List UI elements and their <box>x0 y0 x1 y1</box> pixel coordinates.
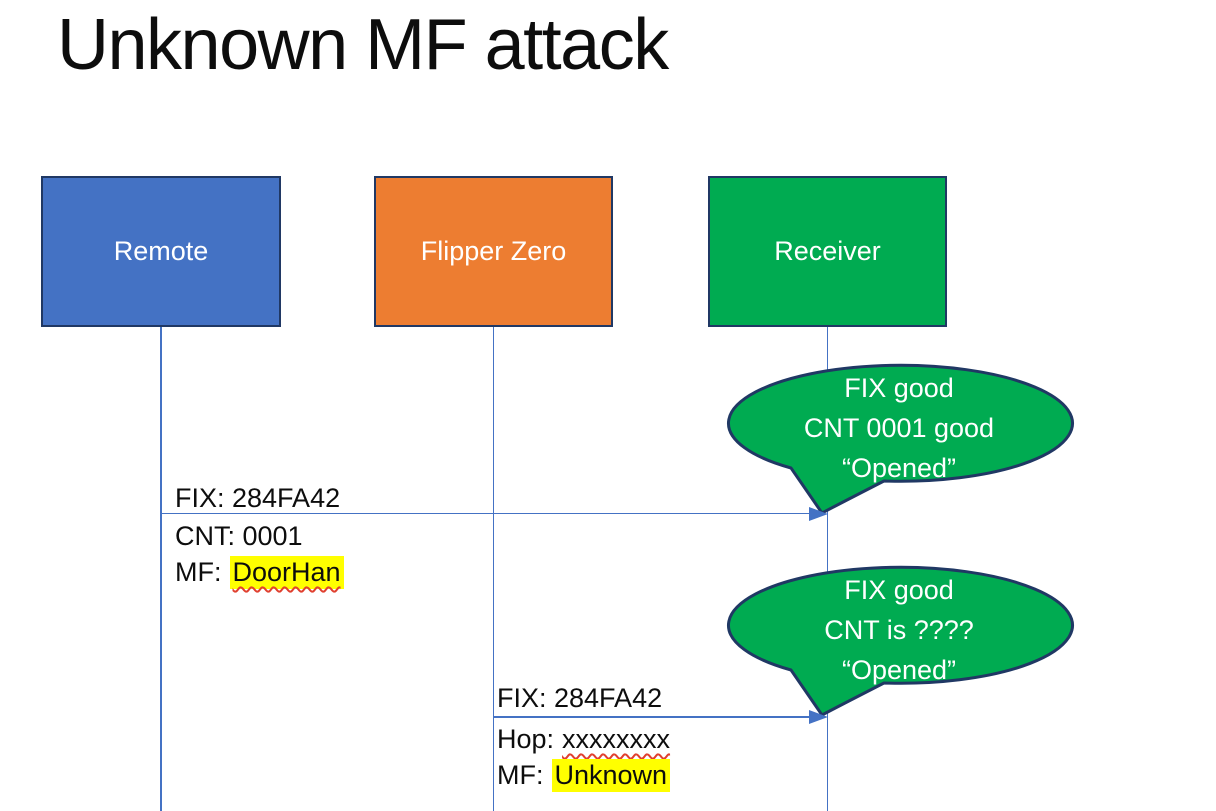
actor-label-remote: Remote <box>113 236 209 266</box>
message-1-arrowhead-icon <box>809 506 828 521</box>
message-2-mf-value-highlighted: Unknown <box>551 759 671 792</box>
message-2-arrowhead-icon <box>809 710 828 724</box>
lifeline-receiver <box>826 327 828 811</box>
message-1-label-mf: MF:DoorHan <box>175 556 344 589</box>
speech-bubble-1: FIX good CNT 0001 good “Opened” <box>723 363 1075 515</box>
message-2-hop-value: xxxxxxxx <box>562 724 671 754</box>
speech-bubble-1-text: FIX good CNT 0001 good “Opened” <box>723 368 1075 488</box>
message-1-label-fix: FIX: 284FA42 <box>175 483 341 513</box>
actor-box-remote: Remote <box>41 176 281 327</box>
message-1-mf-value-highlighted: DoorHan <box>229 556 344 589</box>
message-2-mf-prefix: MF: <box>497 760 544 790</box>
bubble-1-line-1: FIX good <box>844 373 954 403</box>
message-2-label-fix: FIX: 284FA42 <box>497 683 663 713</box>
bubble-1-line-3: “Opened” <box>841 453 957 483</box>
actor-label-flipper-zero: Flipper Zero <box>420 236 567 266</box>
message-2-line <box>493 716 810 718</box>
message-1-mf-prefix: MF: <box>175 557 222 587</box>
speech-bubble-1-shape <box>726 363 1074 515</box>
message-1-label-cnt: CNT: 0001 <box>175 521 303 551</box>
speech-bubble-2-shape <box>726 565 1074 717</box>
bubble-2-line-2: CNT is ???? <box>824 615 974 645</box>
actor-box-flipper-zero: Flipper Zero <box>374 176 613 327</box>
actor-box-receiver: Receiver <box>708 176 947 327</box>
actor-label-receiver: Receiver <box>774 236 881 266</box>
lifeline-remote <box>160 327 162 811</box>
message-1-line <box>160 512 811 514</box>
message-2-label-mf: MF:Unknown <box>497 759 671 792</box>
bubble-2-line-1: FIX good <box>844 575 954 605</box>
lifeline-flipper-zero <box>492 327 494 811</box>
bubble-1-line-2: CNT 0001 good <box>803 413 995 443</box>
speech-bubble-2-text: FIX good CNT is ???? “Opened” <box>723 570 1075 690</box>
speech-bubble-2: FIX good CNT is ???? “Opened” <box>723 565 1075 717</box>
message-2-label-hop: Hop:xxxxxxxx <box>497 723 670 756</box>
message-2-hop-prefix: Hop: <box>497 724 555 754</box>
bubble-2-line-3: “Opened” <box>841 655 957 685</box>
slide-title: Unknown MF attack <box>57 5 669 85</box>
